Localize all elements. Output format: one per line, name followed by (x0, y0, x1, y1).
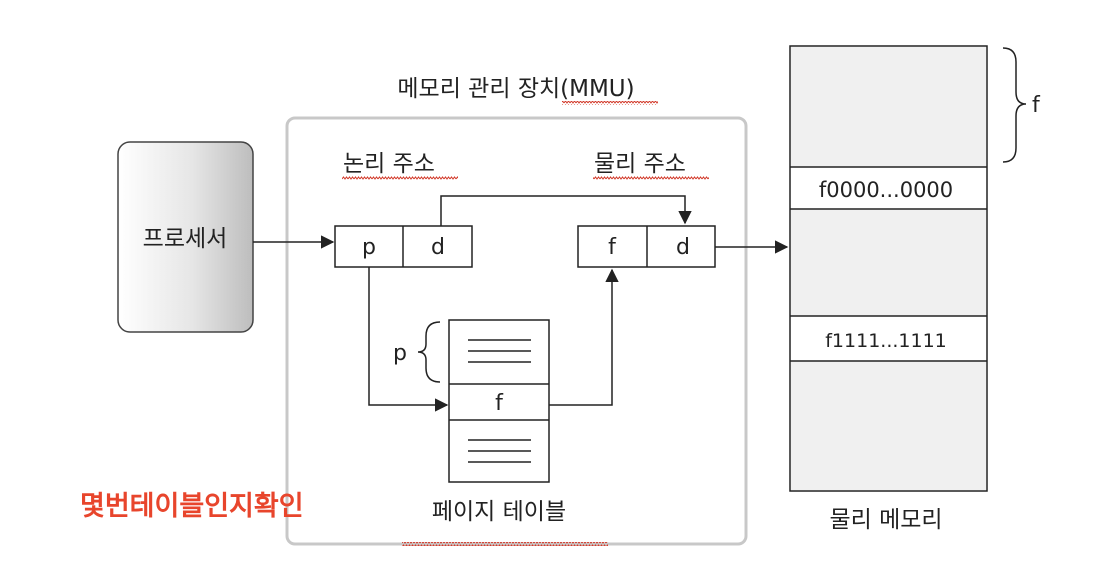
page-table-lines-bottom (468, 439, 531, 463)
physical-frame-cell: f (608, 235, 617, 260)
page-index-label: p (393, 341, 407, 366)
frame-brace (1002, 47, 1027, 163)
page-table-entry-f: f (495, 391, 504, 416)
mmu-label: 메모리 관리 장치(MMU) (397, 76, 634, 102)
memory-frame-top (791, 47, 986, 167)
page-index-brace (417, 321, 441, 383)
memory-end-address: f1111...1111 (825, 330, 947, 352)
arrow-page-to-table (368, 267, 449, 412)
memory-frame-bottom (791, 361, 986, 490)
physical-memory-label: 물리 메모리 (829, 507, 942, 533)
memory-dividers (790, 166, 987, 362)
logical-address-underline (342, 176, 458, 180)
arrow-table-to-frame (549, 268, 619, 406)
memory-frame-middle (791, 209, 986, 316)
processor-label: 프로세서 (143, 226, 228, 252)
logical-offset-cell: d (431, 235, 445, 260)
page-table-label: 페이지 테이블 (432, 499, 566, 525)
annotation-note: 몇번테이블인지확인 (80, 491, 304, 522)
logical-address-label: 논리 주소 (343, 151, 435, 177)
memory-start-address: f0000...0000 (819, 178, 953, 202)
page-table-label-underline (402, 542, 608, 546)
physical-address-underline (593, 176, 709, 180)
arrow-offset-to-physical (440, 195, 692, 226)
logical-page-cell: p (362, 235, 376, 260)
frame-brace-label: f (1032, 93, 1041, 118)
mmu-label-underline (562, 101, 658, 105)
page-table-box (448, 319, 550, 483)
processor-box (117, 141, 254, 333)
physical-address-label: 물리 주소 (594, 151, 686, 177)
page-table-lines-top (468, 339, 531, 363)
physical-offset-cell: d (676, 235, 690, 260)
